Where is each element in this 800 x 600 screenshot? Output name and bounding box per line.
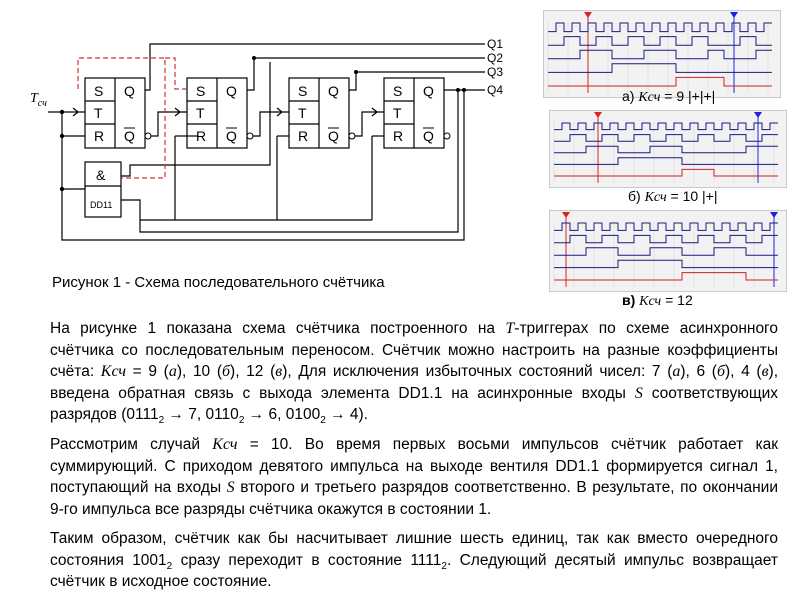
output-q1: Q1 xyxy=(487,37,503,51)
oscillogram-b-waves xyxy=(553,112,778,183)
oscillogram-b xyxy=(549,110,787,188)
ff2-q: Q xyxy=(226,83,237,99)
figure-caption: Рисунок 1 - Схема последовательного счёт… xyxy=(52,274,385,291)
oscillogram-a xyxy=(543,10,781,98)
oscillogram-c xyxy=(549,210,787,292)
input-label: Tсч xyxy=(30,91,47,109)
ff1-qn: Q xyxy=(124,128,135,144)
ff4-s: S xyxy=(393,83,402,99)
ff3-r: R xyxy=(298,128,308,144)
output-q4: Q4 xyxy=(487,83,503,97)
ff4-q: Q xyxy=(423,83,434,99)
output-q3: Q3 xyxy=(487,65,503,79)
ff1-q: Q xyxy=(124,83,135,99)
ff2-s: S xyxy=(196,83,205,99)
ff2-t: T xyxy=(196,105,205,121)
gate-symbol: & xyxy=(96,167,106,183)
ff4-t: T xyxy=(393,105,402,121)
ff4-r: R xyxy=(393,128,403,144)
ff2-r: R xyxy=(196,128,206,144)
oscillogram-a-caption: а) Kсч = 9 |+|+| xyxy=(622,88,716,105)
paragraph-1: На рисунке 1 показана схема счётчика пос… xyxy=(50,320,778,427)
ff3-t: T xyxy=(298,105,307,121)
oscillogram-c-caption: в) Kсч = 12 xyxy=(622,292,693,309)
ff2-qn: Q xyxy=(226,128,237,144)
output-q2: Q2 xyxy=(487,51,503,65)
ff4-qn: Q xyxy=(423,128,434,144)
paragraph-3: Таким образом, счётчик как бы насчитывае… xyxy=(50,530,778,590)
gate-label: DD11 xyxy=(90,200,112,210)
oscillogram-a-waves xyxy=(547,12,772,93)
ff1-r: R xyxy=(94,128,104,144)
oscillogram-b-caption: б) Kсч = 10 |+| xyxy=(628,188,718,205)
oscillogram-c-waves xyxy=(553,212,778,287)
counter-schematic: Tсч S T R Q Q S T R Q Q S T R Q Q S T R … xyxy=(30,37,503,241)
ff1-s: S xyxy=(94,83,103,99)
ff1-t: T xyxy=(94,105,103,121)
paragraph-2: Рассмотрим случай Kсч = 10. Во время пер… xyxy=(50,436,778,518)
ff3-q: Q xyxy=(328,83,339,99)
ff3-qn: Q xyxy=(328,128,339,144)
ff3-s: S xyxy=(298,83,307,99)
